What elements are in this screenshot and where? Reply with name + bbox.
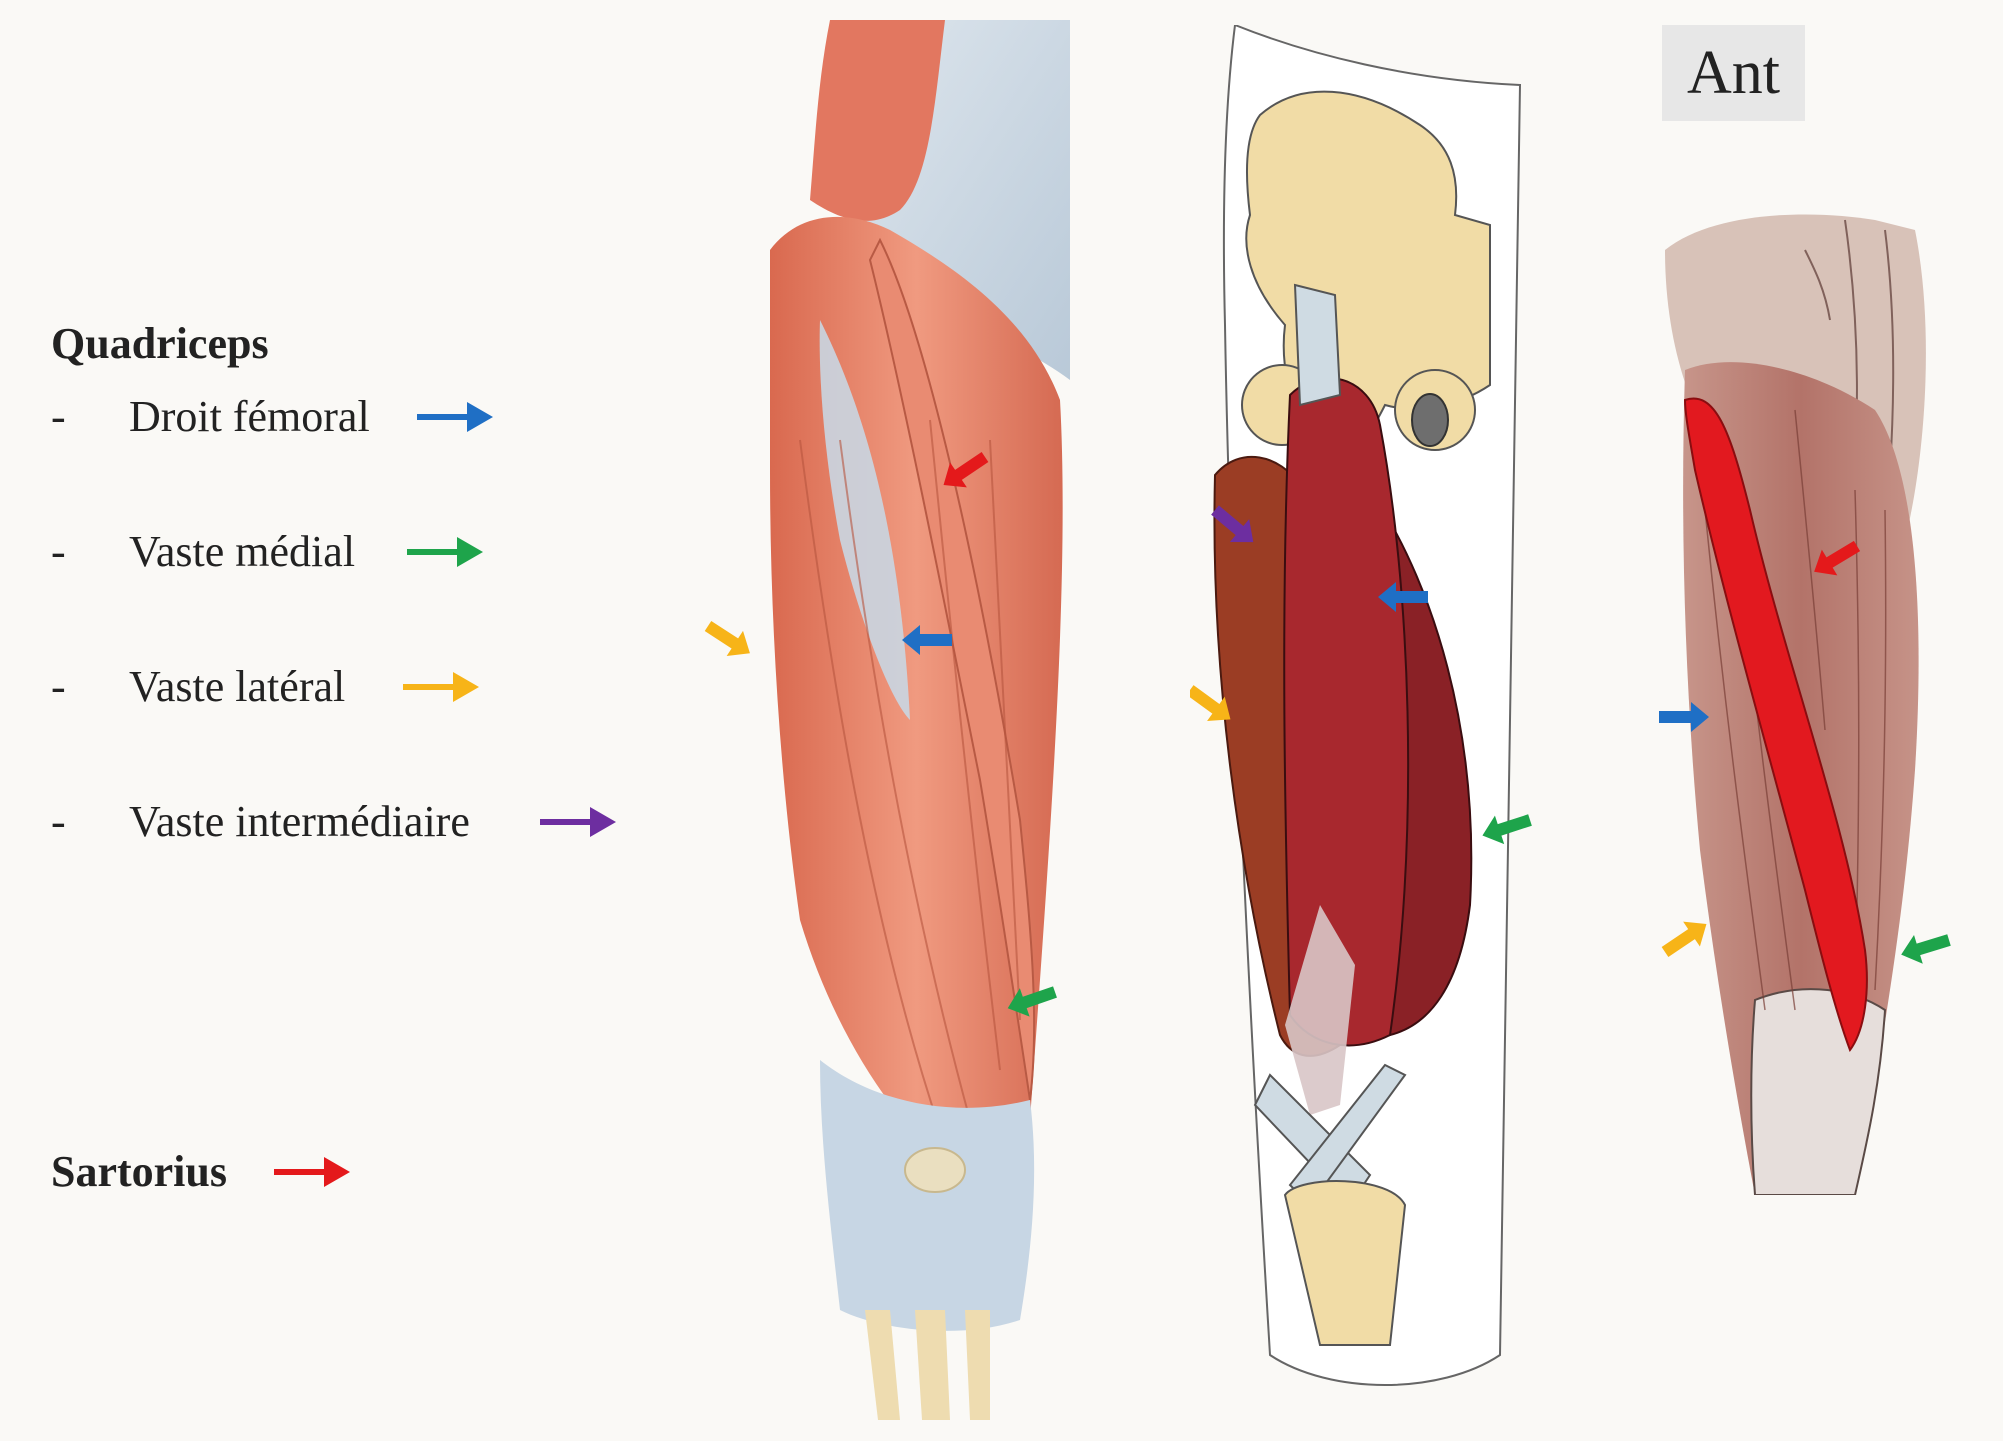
blue-arrow-icon bbox=[417, 402, 493, 432]
legend-label: Vaste intermédiaire bbox=[129, 797, 470, 846]
legend-dash: - bbox=[51, 527, 66, 576]
sartorius-heading: Sartorius bbox=[51, 1147, 227, 1196]
purple-arrow-icon bbox=[540, 807, 616, 837]
engraving-thigh-illustration bbox=[1659, 214, 1951, 1195]
legend-heading: Quadriceps bbox=[51, 319, 269, 368]
green-arrow-icon bbox=[407, 537, 483, 567]
schematic-quadriceps-illustration bbox=[1190, 25, 1532, 1386]
legend-label: Vaste médial bbox=[129, 527, 356, 576]
yellow-arrow-icon bbox=[403, 672, 479, 702]
legend-label: Vaste latéral bbox=[129, 662, 346, 711]
legend-dash: - bbox=[51, 662, 66, 711]
anterior-thigh-illustration bbox=[704, 20, 1070, 1420]
ant-label: Ant bbox=[1662, 25, 1805, 121]
legend: Quadriceps - Droit fémoral - Vaste média… bbox=[51, 310, 651, 1210]
legend-dash: - bbox=[51, 797, 66, 846]
red-arrow-icon bbox=[274, 1157, 350, 1187]
legend-label: Droit fémoral bbox=[129, 392, 370, 441]
legend-dash: - bbox=[51, 392, 66, 441]
